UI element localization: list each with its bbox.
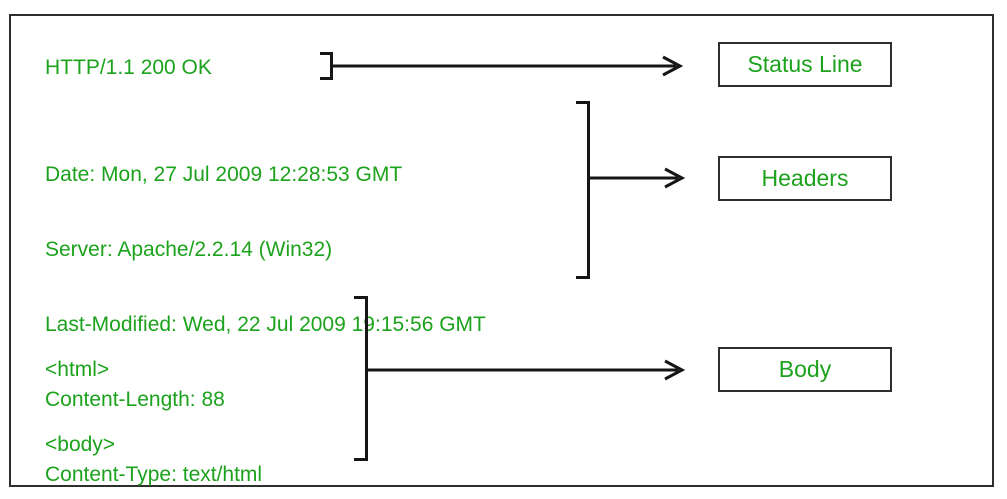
- header-line: Server: Apache/2.2.14 (Win32): [45, 238, 333, 261]
- header-line: Date: Mon, 27 Jul 2009 12:28:53 GMT: [45, 163, 403, 186]
- body-bracket-icon: [354, 296, 368, 461]
- body-arrow-icon: [367, 359, 686, 381]
- headers-arrow-icon: [589, 167, 686, 189]
- body-line: <body>: [45, 433, 116, 456]
- body-label: Body: [778, 356, 832, 382]
- status-line-text: HTTP/1.1 200 OK: [45, 56, 212, 79]
- headers-block: Date: Mon, 27 Jul 2009 12:28:53 GMT Serv…: [45, 112, 486, 499]
- header-line: Content-Length: 88: [45, 388, 225, 411]
- headers-label: Headers: [761, 165, 849, 191]
- header-line: Last-Modified: Wed, 22 Jul 2009 19:15:56…: [45, 313, 486, 336]
- body-line: <html>: [45, 358, 110, 381]
- headers-bracket-icon: [576, 101, 590, 279]
- diagram-frame: [9, 14, 994, 487]
- status-line-label: Status Line: [747, 51, 863, 77]
- status-line-arrow-icon: [331, 55, 684, 77]
- body-block: <html> <body> <h1>Hello, World!</h1> </b…: [45, 307, 266, 499]
- status-line-label-box: Status Line: [718, 42, 892, 87]
- body-label-box: Body: [718, 347, 892, 392]
- header-line: Content-Type: text/html: [45, 463, 263, 486]
- headers-label-box: Headers: [718, 156, 892, 201]
